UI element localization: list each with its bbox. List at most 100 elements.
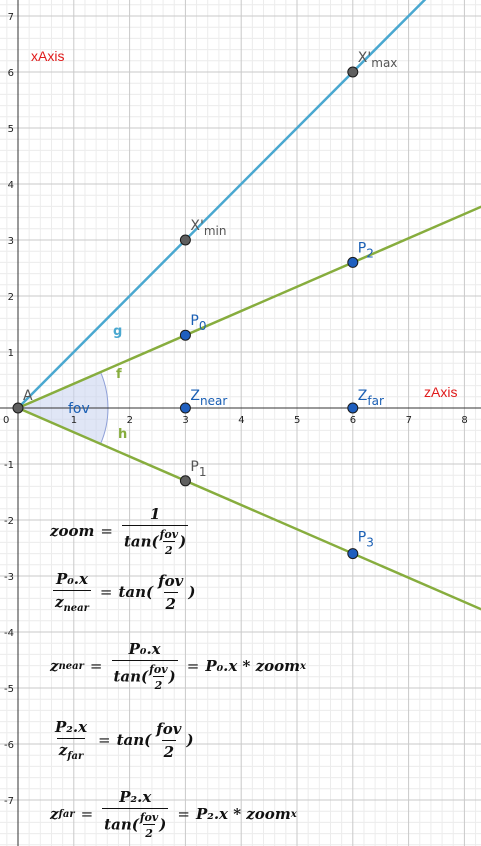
formula-p0-denominator: znear bbox=[53, 590, 91, 614]
fov-over-2-fraction: fov 2 bbox=[156, 572, 185, 613]
equals-sign: = bbox=[100, 522, 113, 540]
formula-znear-rhs: P₀.x * zoom bbox=[205, 657, 301, 675]
tan-prefix: tan( bbox=[118, 583, 154, 601]
fov-text: fov bbox=[156, 719, 182, 738]
point-p2 bbox=[347, 256, 359, 268]
point-znear bbox=[179, 402, 191, 414]
x-sub: x bbox=[290, 808, 297, 820]
y-tick-label: 3 bbox=[8, 236, 14, 247]
x-axis-title: zAxis bbox=[424, 384, 457, 400]
x-tick-label: 4 bbox=[238, 415, 244, 426]
x-tick-label: 5 bbox=[294, 415, 300, 426]
formula-p0-numerator: P₀.x bbox=[55, 570, 88, 588]
formula-znear-numerator: P₀.x bbox=[128, 640, 161, 658]
point-a bbox=[12, 402, 24, 414]
y-tick-label: 2 bbox=[8, 292, 14, 303]
equals-sign: = bbox=[186, 657, 200, 675]
two-text: 2 bbox=[163, 591, 178, 613]
point-zfar bbox=[347, 402, 359, 414]
point-xmax bbox=[347, 66, 359, 78]
line-h bbox=[16, 406, 481, 611]
tan-prefix: tan( bbox=[113, 667, 149, 686]
point-label-p1: P1 bbox=[190, 459, 206, 479]
labels: zAxis xAxis g f h fov bbox=[31, 48, 457, 442]
y-tick-label: 1 bbox=[8, 348, 14, 359]
line-f bbox=[16, 205, 481, 410]
y-tick-label: -3 bbox=[4, 572, 14, 583]
formula-p2-numerator: P₂.x bbox=[55, 718, 88, 736]
y-tick-label: -7 bbox=[4, 796, 14, 807]
tan-suffix: ) bbox=[188, 583, 196, 601]
formula-zoom-lhs: zoom bbox=[50, 522, 95, 540]
near-sub: near bbox=[63, 603, 89, 614]
tan-suffix: ) bbox=[186, 731, 194, 749]
fov-text: fov bbox=[158, 571, 184, 590]
tan-suffix: ) bbox=[179, 532, 187, 551]
x-tick-label: 0 bbox=[3, 415, 9, 426]
z-text: z bbox=[50, 657, 59, 675]
y-tick-label: 4 bbox=[8, 180, 14, 191]
fov-text: fov bbox=[149, 663, 168, 676]
point-p3 bbox=[347, 548, 359, 560]
z-text: z bbox=[58, 741, 68, 759]
y-tick-label: -2 bbox=[4, 516, 14, 527]
x-tick-label: 7 bbox=[406, 415, 412, 426]
near-sub: near bbox=[58, 660, 84, 672]
formula-zoom-numerator: 1 bbox=[149, 505, 161, 523]
x-tick-label: 2 bbox=[127, 415, 133, 426]
tan-prefix: tan( bbox=[123, 532, 159, 551]
x-tick-label: 1 bbox=[71, 415, 77, 426]
formula-p2-denominator: zfar bbox=[56, 738, 86, 762]
point-label-p0: P0 bbox=[190, 313, 206, 333]
line-g bbox=[16, 0, 427, 410]
x-tick-label: 6 bbox=[350, 415, 356, 426]
tan-prefix: tan( bbox=[104, 815, 139, 834]
y-tick-label: -5 bbox=[4, 684, 14, 695]
line-label-h: h bbox=[118, 427, 127, 442]
point-p0 bbox=[179, 329, 191, 341]
formula-p0-ratio: P₀.x znear = tan( fov 2 ) bbox=[50, 570, 195, 614]
formula-p0-fraction: P₀.x znear bbox=[53, 570, 91, 614]
formula-zfar-numerator: P₂.x bbox=[119, 788, 152, 806]
z-text: z bbox=[50, 805, 59, 823]
point-label-xmin: X'min bbox=[190, 218, 226, 238]
point-label-zfar: Zfar bbox=[358, 388, 384, 408]
formula-p2-ratio: P₂.x zfar = tan( fov 2 ) bbox=[50, 718, 194, 762]
tan-suffix: ) bbox=[159, 815, 167, 834]
y-axis-title: xAxis bbox=[31, 48, 64, 64]
x-sub: x bbox=[300, 660, 306, 672]
equals-sign: = bbox=[89, 657, 103, 675]
equals-sign: = bbox=[98, 731, 111, 749]
tan-suffix: ) bbox=[168, 667, 176, 686]
fov-label: fov bbox=[68, 401, 90, 417]
fov-text: fov bbox=[139, 811, 159, 824]
z-text: z bbox=[55, 593, 64, 611]
formula-zfar-rhs: P₂.x * zoom bbox=[195, 805, 291, 823]
equals-sign: = bbox=[177, 805, 190, 823]
two-text: 2 bbox=[161, 739, 177, 761]
two-text: 2 bbox=[143, 824, 155, 840]
line-label-g: g bbox=[113, 324, 122, 339]
two-text: 2 bbox=[163, 541, 175, 557]
far-sub: far bbox=[67, 751, 84, 762]
point-label-xmax: X'max bbox=[358, 50, 398, 70]
y-tick-label: -4 bbox=[4, 628, 14, 639]
y-tick-label: 5 bbox=[8, 124, 14, 135]
equals-sign: = bbox=[99, 583, 113, 601]
x-tick-label: 8 bbox=[461, 415, 467, 426]
